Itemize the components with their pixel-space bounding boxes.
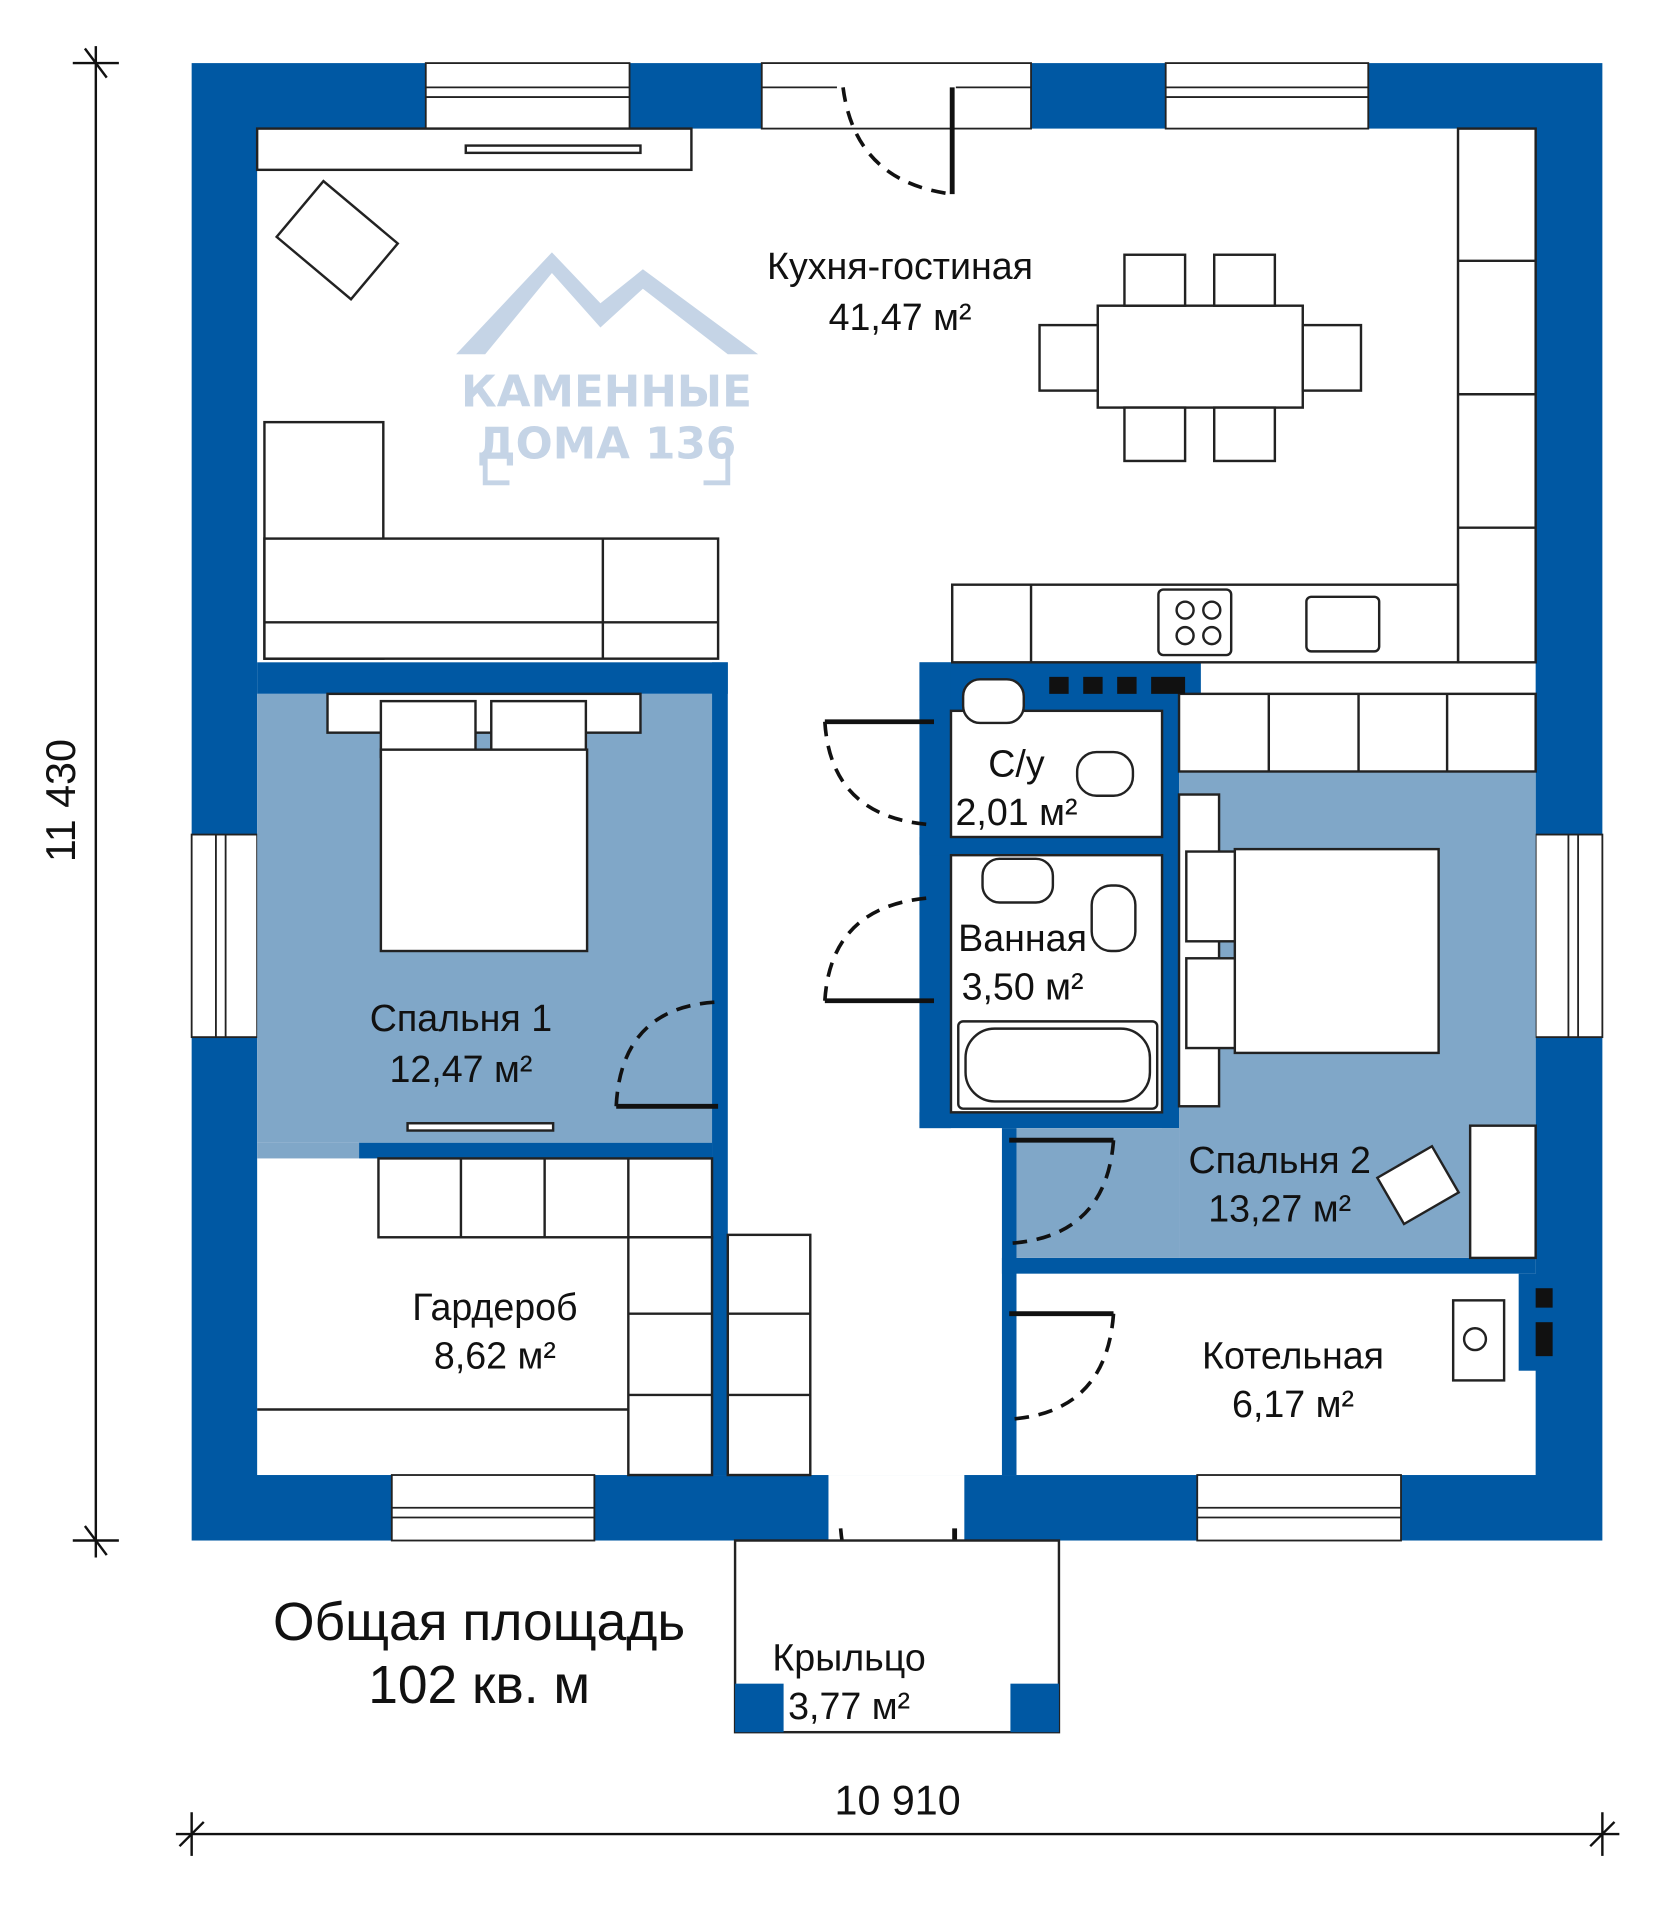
bedroom2-area: 13,27 м² [1208, 1188, 1351, 1230]
width-dimension: 10 910 [835, 1778, 961, 1824]
bedroom1-name: Спальня 1 [370, 997, 552, 1039]
height-dimension: 11 430 [38, 739, 84, 862]
kitchen-area: 41,47 м² [829, 296, 972, 338]
furniture [255, 127, 1553, 1477]
kitchen-name: Кухня-гостиная [767, 245, 1033, 287]
bedroom2-name: Спальня 2 [1189, 1139, 1371, 1181]
wardrobe-name: Гардероб [412, 1286, 577, 1328]
boiler-name: Котельная [1202, 1334, 1384, 1376]
wardrobe-area: 8,62 м² [434, 1334, 556, 1376]
bedroom1-area: 12,47 м² [389, 1048, 532, 1090]
wc-name: С/у [988, 742, 1045, 784]
porch-name: Крыльцо [772, 1636, 925, 1678]
total-area-value: 102 кв. м [368, 1656, 590, 1715]
svg-text:КАМЕННЫЕ: КАМЕННЫЕ [461, 366, 752, 417]
wc-area: 2,01 м² [955, 791, 1077, 833]
bath-name: Ванная [958, 917, 1087, 959]
room-labels: Кухня-гостиная 41,47 м² С/у 2,01 м² Ванн… [273, 245, 1384, 1727]
porch-area: 3,77 м² [788, 1685, 910, 1727]
porch [733, 1539, 1061, 1734]
bath-area: 3,50 м² [962, 966, 1084, 1008]
watermark-logo: КАМЕННЫЕ ДОМА 136 [456, 252, 759, 486]
windows [190, 62, 1604, 1542]
svg-text:ДОМА 136: ДОМА 136 [477, 419, 737, 470]
dimension-lines [72, 46, 1620, 1856]
boiler-area: 6,17 м² [1232, 1383, 1354, 1425]
total-area-label: Общая площадь [273, 1593, 685, 1652]
